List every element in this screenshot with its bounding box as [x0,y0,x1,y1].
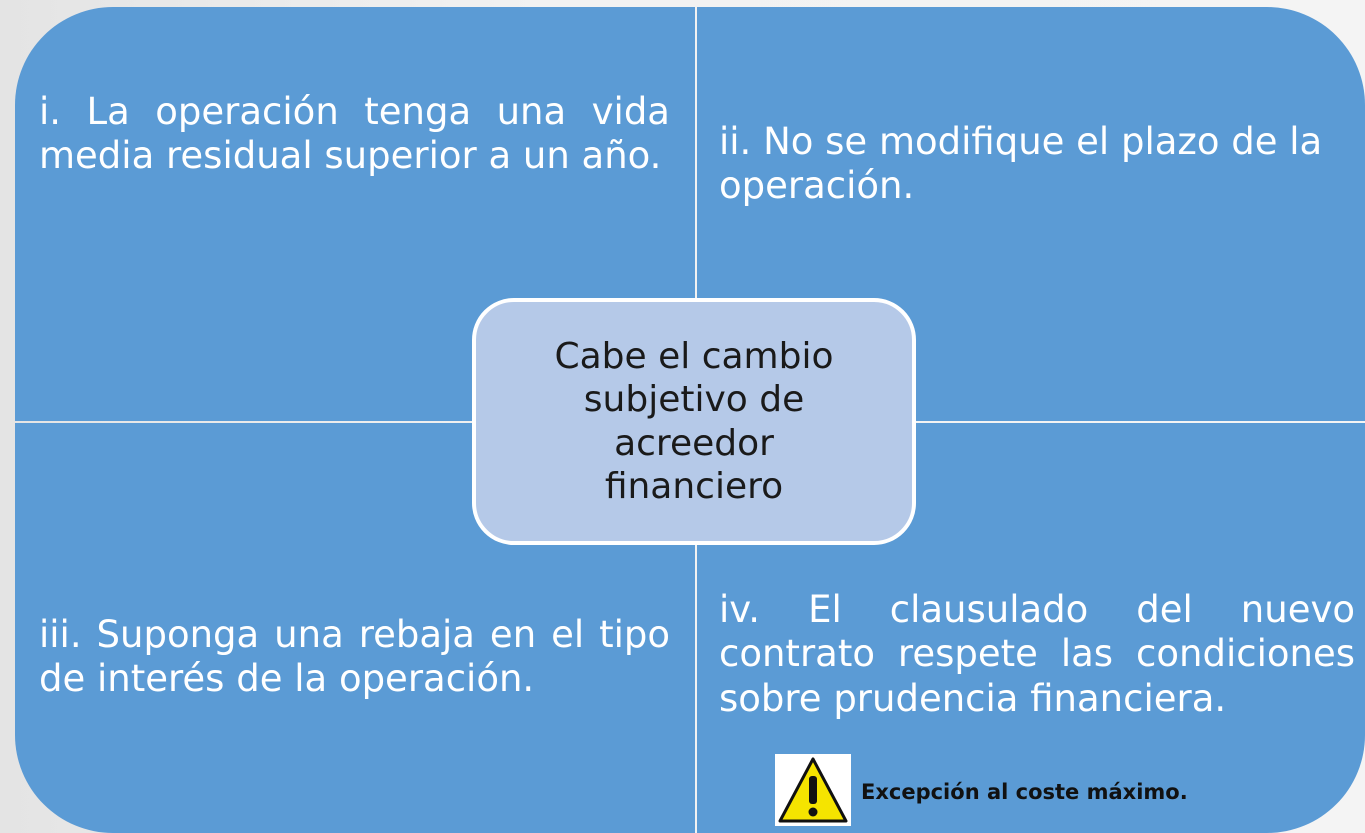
center-box-text: Cabe el cambio subjetivo de acreedor fin… [554,336,834,507]
quadrant-top-left: i. La operación tenga una vida media res… [15,7,695,421]
warning-note: Excepción al coste máximo. [775,754,1188,826]
warning-text: Excepción al coste máximo. [861,780,1188,804]
quadrant-bottom-left-text: iii. Suponga una rebaja en el tipo de in… [39,613,670,701]
quadrant-bottom-right-text: iv. El clausulado del nuevo contrato res… [719,588,1355,720]
center-box: Cabe el cambio subjetivo de acreedor fin… [472,298,916,545]
quadrant-top-left-text: i. La operación tenga una vida media res… [39,90,670,178]
quadrant-top-right-text: ii. No se modifique el plazo de la opera… [719,120,1323,208]
warning-triangle-icon [775,754,851,826]
